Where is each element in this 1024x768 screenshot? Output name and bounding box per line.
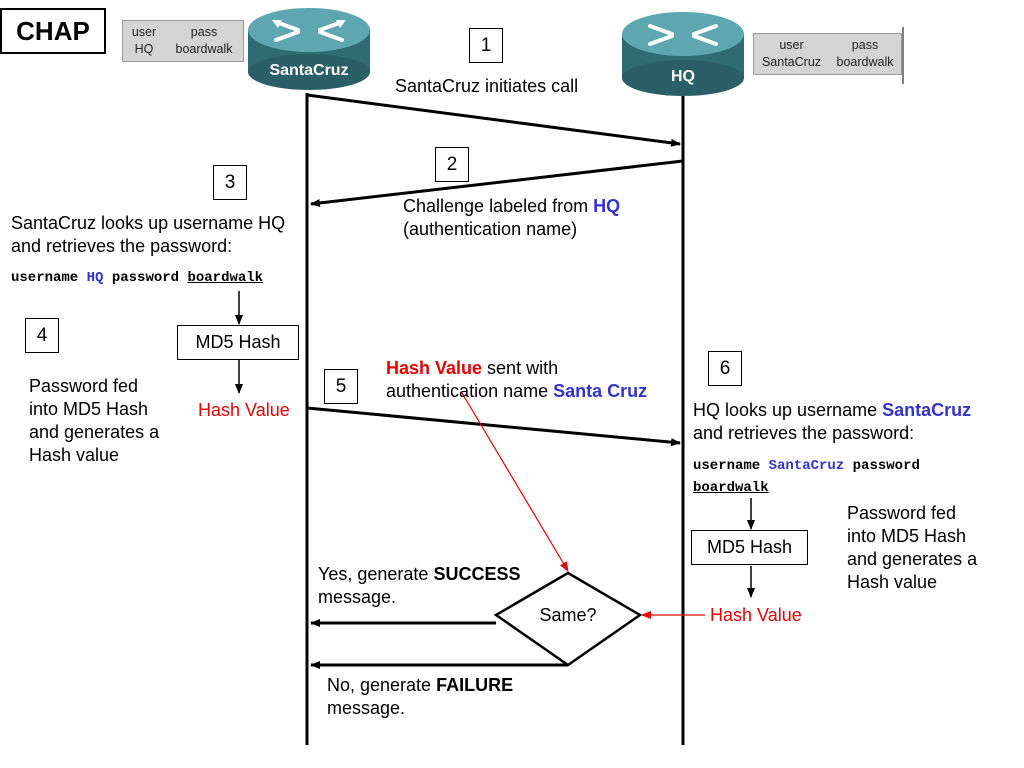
hq-credentials: user pass SantaCruz boardwalk: [753, 33, 902, 75]
step-1-badge: 1: [469, 28, 503, 63]
hq-note-line: and generates a: [847, 549, 978, 569]
cred-pass: boardwalk: [836, 55, 894, 69]
cmd-keyword: username: [11, 270, 79, 286]
md5-hash-box-right: MD5 Hash: [691, 530, 808, 565]
step-6-text: HQ looks up username SantaCruz and retri…: [693, 399, 971, 445]
cred-pass-header: pass: [190, 25, 218, 39]
arrow-initiate-call: [306, 93, 681, 147]
step-6-badge: 6: [708, 351, 742, 386]
step-3-badge: 3: [213, 165, 247, 200]
step-4-line: into MD5 Hash: [29, 399, 149, 419]
chap-title: CHAP: [16, 16, 90, 46]
step-2-hq: HQ: [593, 196, 621, 216]
hash-value-left: Hash Value: [198, 400, 290, 420]
hq-router-icon: HQ: [620, 2, 746, 98]
hq-md5-note: Password fed into MD5 Hash and generates…: [847, 502, 977, 594]
santacruz-credentials: user pass HQ boardwalk: [122, 20, 244, 62]
step-2-badge: 2: [435, 147, 469, 182]
cred-user: HQ: [134, 42, 154, 56]
decision-label: Same?: [539, 605, 597, 625]
step-2-text: Challenge labeled from HQ (authenticatio…: [403, 195, 620, 241]
cred-pass: boardwalk: [175, 42, 233, 56]
arrow-challenge: [310, 159, 684, 207]
success-line1: Yes, generate: [318, 564, 434, 584]
arrow-send-hash: [306, 406, 681, 447]
step-5-line2: authentication name: [386, 381, 554, 401]
failure-line2: message.: [327, 698, 406, 718]
success-keyword: SUCCESS: [433, 564, 521, 584]
step-6-line2: and retrieves the password:: [693, 423, 915, 443]
step-4-line: Password fed: [29, 376, 139, 396]
hq-note-line: Hash value: [847, 572, 938, 592]
cmd-user: SantaCruz: [768, 458, 845, 474]
failure-text: No, generate FAILURE message.: [327, 674, 513, 720]
md5-hash-box-left: MD5 Hash: [177, 325, 299, 360]
step-6-line1: HQ looks up username: [693, 400, 883, 420]
chap-title-box: CHAP: [0, 8, 106, 54]
hq-router-label: HQ: [671, 68, 695, 85]
step-5-hash-value: Hash Value: [386, 358, 483, 378]
cred-user-header: user: [779, 38, 804, 52]
step-5-auth-name: Santa Cruz: [553, 381, 648, 401]
hash-value-right: Hash Value: [710, 605, 802, 625]
step-5-line1: sent with: [482, 358, 559, 378]
cred-pass-header: pass: [851, 38, 879, 52]
hq-note-line: Password fed: [847, 503, 957, 523]
step-2-line2: (authentication name): [403, 219, 578, 239]
cmd-keyword: username: [693, 458, 761, 474]
step-5-text: Hash Value sent with authentication name…: [386, 357, 647, 403]
step-3-text: SantaCruz looks up username HQ and retri…: [11, 212, 285, 258]
cmd-keyword: password: [111, 270, 180, 286]
arrow-hash-to-compare: [461, 392, 569, 572]
failure-line1: No, generate: [327, 675, 437, 695]
success-text: Yes, generate SUCCESS message.: [318, 563, 520, 609]
hq-note-line: into MD5 Hash: [847, 526, 967, 546]
step-4-line: Hash value: [29, 445, 120, 465]
cred-user: SantaCruz: [761, 55, 822, 69]
cmd-password: boardwalk: [187, 270, 264, 286]
step-3-line1: SantaCruz looks up username HQ: [11, 213, 286, 233]
step-4-badge: 4: [25, 318, 59, 353]
santacruz-router-label: SantaCruz: [269, 62, 349, 79]
step-4-text: Password fed into MD5 Hash and generates…: [29, 375, 159, 467]
santacruz-command: username HQ password boardwalk: [11, 267, 263, 289]
cred-user-header: user: [131, 25, 157, 39]
cmd-user: HQ: [86, 270, 104, 286]
step-4-line: and generates a: [29, 422, 160, 442]
step-5-badge: 5: [324, 369, 358, 404]
failure-keyword: FAILURE: [436, 675, 514, 695]
step-6-username: SantaCruz: [882, 400, 972, 420]
cmd-password: boardwalk: [693, 480, 769, 496]
cmd-keyword: password: [852, 458, 920, 474]
step-3-line2: and retrieves the password:: [11, 236, 233, 256]
hq-command: username SantaCruz password boardwalk: [693, 455, 920, 499]
step-2-line1: Challenge labeled from: [403, 196, 594, 216]
success-line2: message.: [318, 587, 397, 607]
santacruz-router-icon: SantaCruz: [246, 0, 372, 92]
step-1-text: SantaCruz initiates call: [395, 76, 579, 96]
